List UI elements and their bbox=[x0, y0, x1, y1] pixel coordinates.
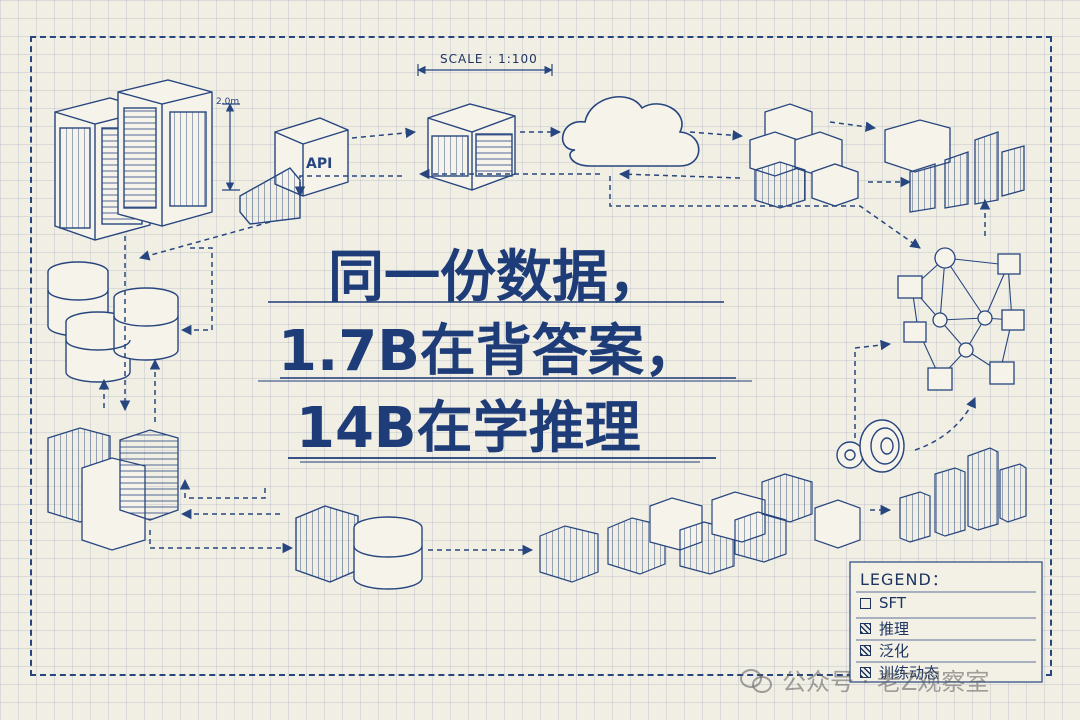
legend-item-label: 推理 bbox=[879, 620, 910, 638]
headline-line-1: 同一份数据， bbox=[328, 245, 664, 310]
dimension-label: 2.0m bbox=[216, 97, 239, 107]
legend-swatch-empty bbox=[860, 597, 871, 609]
scale-label: SCALE : 1:100 bbox=[440, 52, 538, 66]
api-label: API bbox=[306, 156, 332, 172]
wechat-icon bbox=[740, 667, 774, 693]
data-cube-icon bbox=[427, 103, 516, 191]
cube-cluster-icon bbox=[749, 103, 859, 209]
scale-bar bbox=[417, 64, 553, 76]
network-mesh-icon bbox=[897, 247, 1025, 391]
legend-swatch-hatch bbox=[860, 645, 871, 656]
legend-item-generalization: 泛化 bbox=[860, 640, 909, 661]
flow-arrows bbox=[98, 121, 991, 556]
server-rack-icon bbox=[54, 79, 213, 241]
blueprint-frame bbox=[30, 36, 1052, 676]
storage-group-icon bbox=[295, 505, 423, 590]
legend-title: LEGEND： bbox=[860, 570, 949, 589]
server-cluster-icon bbox=[884, 119, 1025, 213]
target-gear-icon bbox=[836, 419, 905, 473]
legend-swatch-hatch bbox=[860, 623, 871, 634]
headline-underlines bbox=[258, 301, 752, 463]
watermark-text: 公众号 · 老Z观察室 bbox=[782, 668, 990, 696]
cloud-icon bbox=[561, 96, 700, 167]
legend-item-label: 泛化 bbox=[879, 642, 910, 660]
legend-swatch-hatch bbox=[860, 667, 871, 678]
headline-line-3: 14B在学推理 bbox=[296, 396, 641, 461]
watermark: 公众号 · 老Z观察室 bbox=[740, 662, 989, 697]
legend-item-label: SFT bbox=[879, 594, 907, 612]
dimension-marker bbox=[222, 103, 240, 191]
cube-row-icon bbox=[539, 473, 861, 583]
legend-item-label: 训练动态 bbox=[879, 664, 940, 682]
bar-chart-icon bbox=[899, 447, 1027, 543]
legend-item-sft: SFT bbox=[860, 594, 906, 612]
legend-box bbox=[849, 561, 1043, 683]
legend-item-training-dynamics: 训练动态 bbox=[860, 662, 939, 683]
legend-item-reasoning: 推理 bbox=[860, 618, 909, 639]
server-stack-icon bbox=[47, 427, 179, 551]
headline-line-2: 1.7B在背答案， bbox=[278, 319, 700, 384]
database-icon bbox=[47, 261, 179, 383]
